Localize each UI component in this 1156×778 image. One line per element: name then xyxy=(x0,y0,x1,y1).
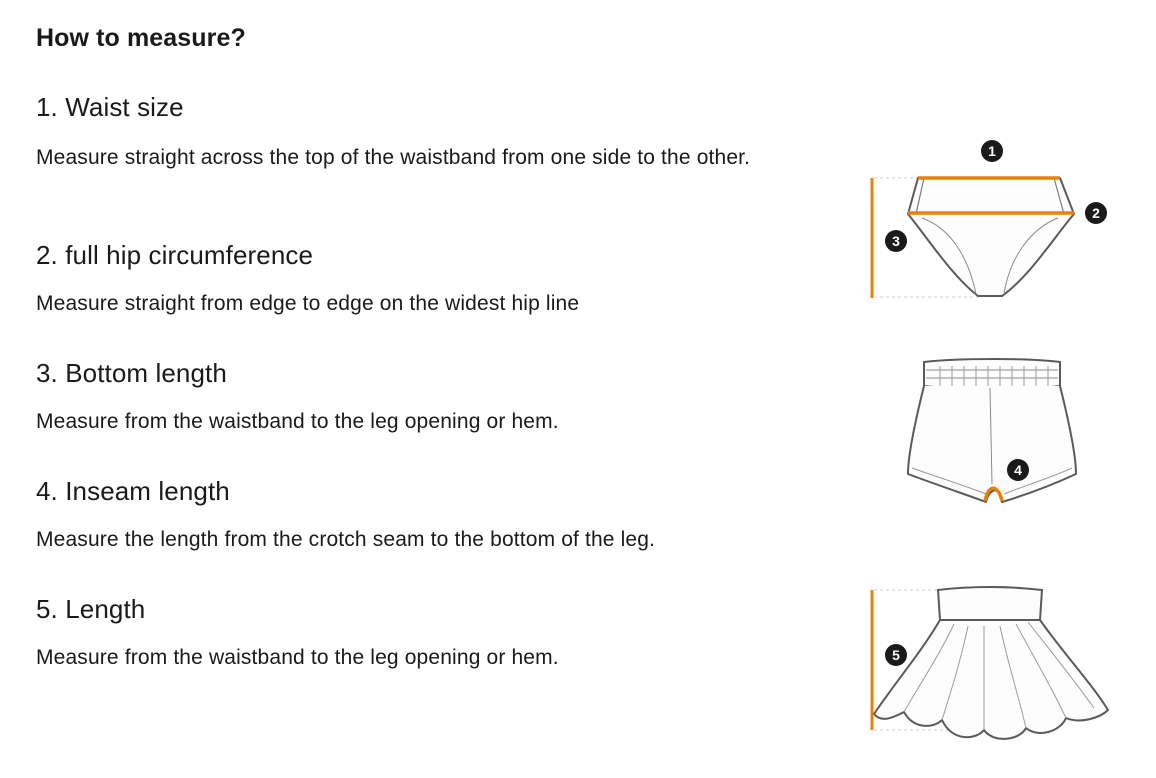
page-title: How to measure? xyxy=(36,24,246,52)
section-bottom-length: 3. Bottom length Measure from the waistb… xyxy=(36,357,816,436)
section-inseam-length: 4. Inseam length Measure the length from… xyxy=(36,475,816,554)
marker-3-badge: 3 xyxy=(885,230,907,252)
marker-1-badge: 1 xyxy=(981,140,1003,162)
section-text: Measure straight from edge to edge on th… xyxy=(36,292,580,315)
marker-2-badge: 2 xyxy=(1085,202,1107,224)
marker-5-badge: 5 xyxy=(885,644,907,666)
section-heading: 2. full hip circumference xyxy=(36,240,314,270)
svg-text:4: 4 xyxy=(1014,462,1022,478)
section-text: Measure from the waistband to the leg op… xyxy=(36,646,559,669)
svg-text:1: 1 xyxy=(988,143,996,159)
shorts-diagram-icon: 4 xyxy=(907,358,1077,503)
svg-text:5: 5 xyxy=(892,647,900,663)
brief-diagram-icon: 1 2 3 xyxy=(870,140,1107,298)
section-heading: 3. Bottom length xyxy=(36,358,227,388)
section-text: Measure from the waistband to the leg op… xyxy=(36,410,559,433)
svg-text:3: 3 xyxy=(892,233,900,249)
section-length: 5. Length Measure from the waistband to … xyxy=(36,593,816,672)
section-text: Measure the length from the crotch seam … xyxy=(36,528,656,551)
section-text: Measure straight across the top of the w… xyxy=(36,146,751,169)
marker-4-badge: 4 xyxy=(1007,459,1029,481)
skirt-diagram-icon: 5 xyxy=(870,586,1109,740)
section-heading: 4. Inseam length xyxy=(36,476,230,506)
svg-text:2: 2 xyxy=(1092,205,1100,221)
section-hip-circumference: 2. full hip circumference Measure straig… xyxy=(36,239,816,318)
section-heading: 1. Waist size xyxy=(36,92,184,122)
section-heading: 5. Length xyxy=(36,594,146,624)
section-waist-size: 1. Waist size Measure straight across th… xyxy=(36,91,816,172)
